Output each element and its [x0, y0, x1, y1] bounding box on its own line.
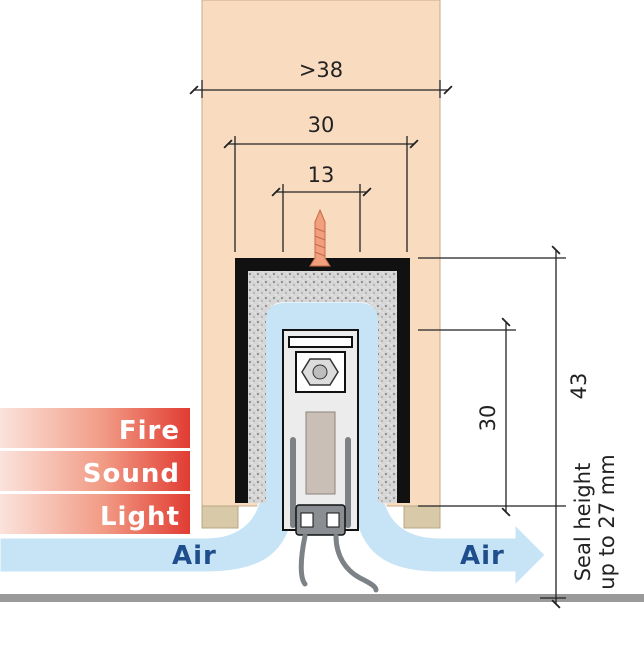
sound-label: Sound	[83, 459, 180, 489]
nut-bore	[312, 364, 328, 380]
dim-seal-drop-height	[418, 317, 566, 517]
sound-band	[0, 451, 190, 491]
air-label-left: Air	[172, 541, 217, 571]
dim-seal-total-height-label: 43	[567, 373, 591, 400]
rubber-seal	[290, 437, 351, 528]
dim-seal-total-height	[418, 245, 566, 609]
plunger-block	[305, 411, 336, 495]
seal-clamp-slot-left	[300, 512, 314, 528]
fire-label: Fire	[119, 416, 180, 446]
door-bottom-left	[201, 505, 239, 529]
dim-seal-drop-height-label: 30	[476, 405, 500, 432]
seal-height-note-line2: up to 27 mm	[595, 454, 619, 589]
intumescent-foam	[248, 271, 397, 503]
dim-screw-spacing-label: 13	[308, 163, 335, 187]
seal-clamp-slot-right	[326, 512, 340, 528]
air-label-right: Air	[460, 541, 505, 571]
dim-door-width	[189, 80, 453, 98]
light-label: Light	[100, 502, 180, 532]
dim-door-width-label: >38	[299, 58, 343, 82]
floor	[0, 594, 644, 602]
fire-band	[0, 408, 190, 448]
dim-screw-spacing	[271, 184, 372, 252]
screw-thread	[314, 227, 326, 257]
seal-lip	[298, 533, 379, 593]
seal-height-note-line1: Seal height	[571, 463, 595, 582]
dim-profile-width-label: 30	[308, 113, 335, 137]
light-band	[0, 494, 190, 534]
door-bottom-right	[403, 505, 441, 529]
carriage-top-bar	[288, 336, 353, 348]
dim-profile-width	[223, 136, 419, 252]
